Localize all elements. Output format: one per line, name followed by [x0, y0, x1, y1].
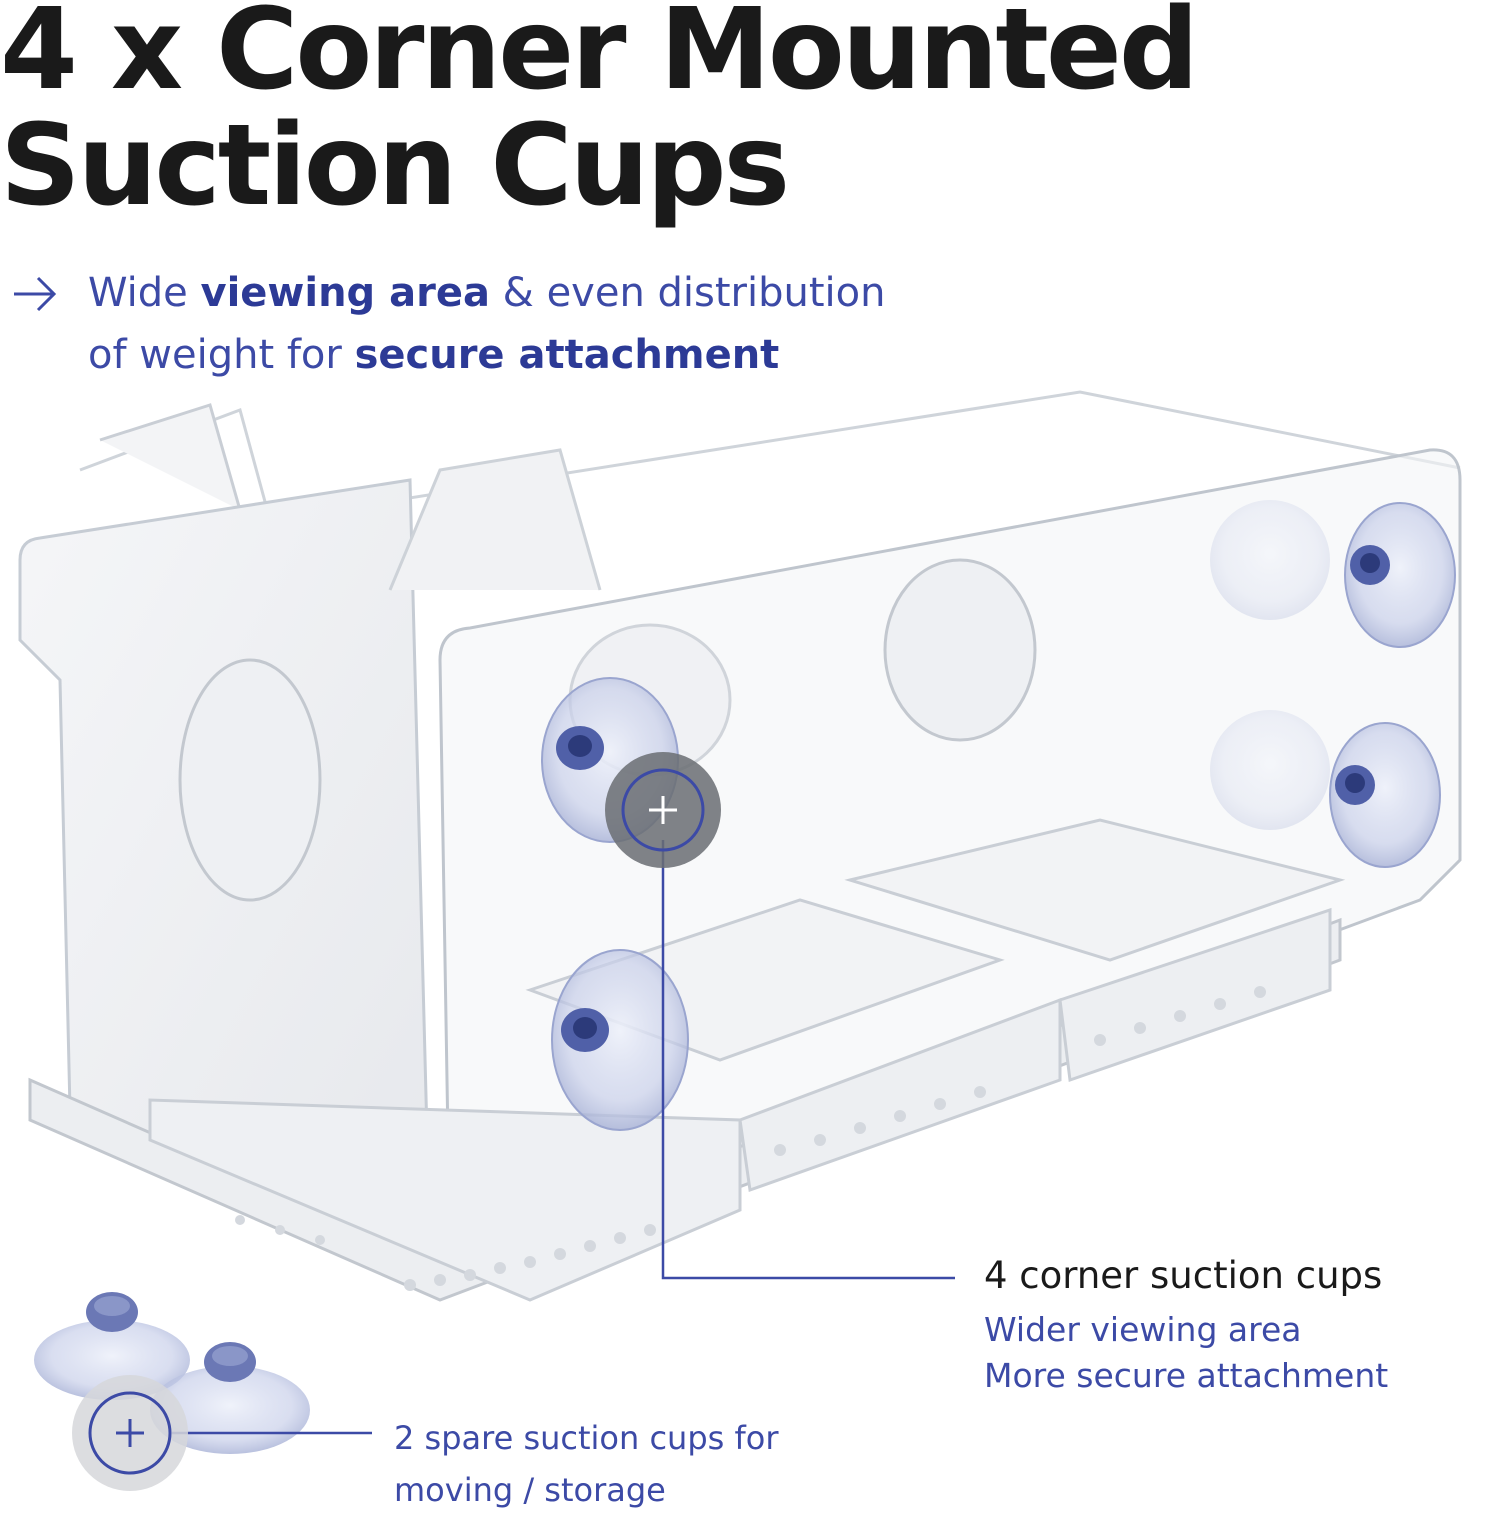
headline-line-1: 4 x Corner Mounted: [0, 0, 1199, 115]
spare-callout: 2 spare suction cups for moving / storag…: [394, 1412, 778, 1516]
suction-cup-right-lower: [1329, 722, 1441, 868]
callout-line-2: More secure attachment: [984, 1356, 1389, 1395]
emphasis-viewing-area: viewing area: [200, 270, 490, 316]
plus-icon: [605, 752, 721, 868]
plus-icon-spare: [72, 1375, 188, 1491]
headline: 4 x Corner Mounted Suction Cups: [0, 0, 1199, 231]
suction-cup-right-upper: [1344, 502, 1456, 648]
callout-title: 4 corner suction cups: [984, 1254, 1383, 1297]
arrow-right-icon: [14, 276, 57, 312]
callout-connector-main: [661, 840, 955, 1280]
callout-line-1: Wider viewing area: [984, 1310, 1302, 1349]
subheading: Wide viewing area & even distribution of…: [88, 262, 885, 386]
acrylic-feeder-box: [18, 390, 1462, 1302]
subheading-line-1: Wide viewing area & even distribution: [88, 270, 886, 316]
subheading-line-2: of weight for secure attachment: [88, 332, 780, 378]
suction-cup-back-ghost: [1210, 500, 1330, 830]
spare-callout-line-1: 2 spare suction cups for: [394, 1419, 779, 1457]
spare-callout-line-2: moving / storage: [394, 1471, 666, 1509]
headline-line-2: Suction Cups: [0, 101, 790, 231]
emphasis-secure-attachment: secure attachment: [354, 332, 780, 378]
drainage-holes: [235, 986, 1266, 1291]
suction-cup-front-lower: [551, 949, 689, 1131]
